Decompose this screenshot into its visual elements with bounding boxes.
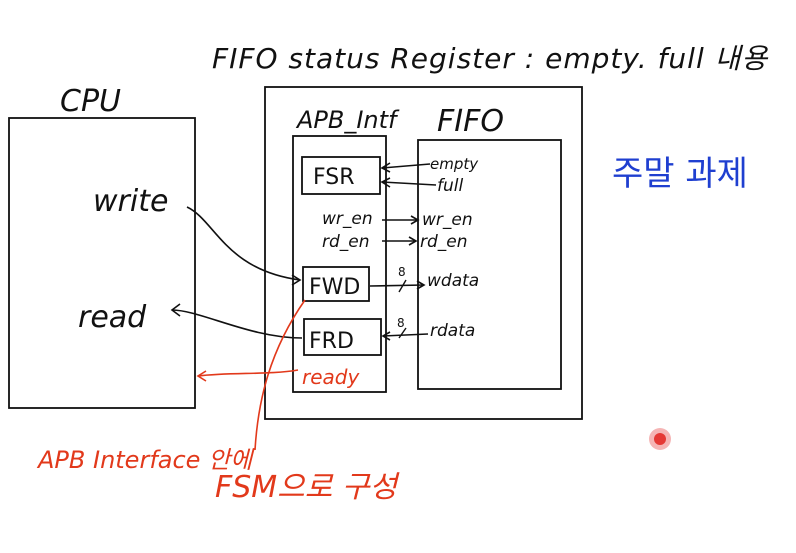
fifo-label: FIFO bbox=[437, 104, 504, 139]
rdata-arrow-head bbox=[381, 331, 391, 341]
apb-intf-label: APB_Intf bbox=[295, 106, 400, 134]
fsm-pointer-line bbox=[254, 299, 306, 451]
cpu-write-label: write bbox=[93, 184, 168, 219]
cpu-box bbox=[8, 117, 196, 409]
cpu-read-label: read bbox=[78, 300, 147, 335]
full-arrow bbox=[381, 181, 437, 186]
fwd-label: FWD bbox=[309, 275, 360, 300]
fsr-label: FSR bbox=[313, 165, 355, 190]
title-text: FIFO status Register : empty. full 내용 bbox=[212, 42, 768, 75]
recording-indicator-icon[interactable] bbox=[654, 433, 666, 445]
fifo-box bbox=[417, 139, 562, 390]
fsr-box bbox=[301, 156, 381, 195]
frd-label: FRD bbox=[309, 329, 354, 354]
rd-en-arrow-head bbox=[408, 236, 418, 246]
outer-module-box bbox=[264, 86, 583, 420]
fifo-full-label: full bbox=[437, 176, 463, 196]
wdata-width-label: 8 bbox=[398, 265, 406, 279]
wdata-arrow bbox=[369, 284, 425, 287]
fifo-wdata-label: wdata bbox=[427, 271, 479, 291]
fwd-box bbox=[302, 266, 370, 302]
wdata-arrow-head bbox=[416, 280, 426, 290]
ready-arrow bbox=[197, 369, 299, 377]
fsm-note-line1: APB Interface 안에 bbox=[36, 446, 255, 474]
rdata-width-label: 8 bbox=[397, 316, 405, 330]
fifo-empty-label: empty bbox=[430, 155, 479, 173]
frd-to-read-arrow bbox=[171, 309, 303, 339]
apb-wr-en-label: wr_en bbox=[322, 209, 373, 229]
wr-en-arrow-head bbox=[410, 215, 420, 225]
ready-label: ready bbox=[302, 365, 360, 389]
empty-arrow bbox=[381, 163, 431, 169]
fifo-rd-en-label: rd_en bbox=[420, 232, 468, 252]
fifo-rdata-label: rdata bbox=[430, 321, 475, 341]
signal-arrows bbox=[170, 162, 437, 341]
empty-arrow-head bbox=[380, 162, 391, 173]
rdata-bus-slash bbox=[398, 327, 407, 339]
ready-arrow-head bbox=[196, 370, 207, 382]
frd-to-read-arrow-head bbox=[170, 303, 181, 317]
fifo-wr-en-label: wr_en bbox=[422, 210, 473, 230]
apb-intf-box bbox=[292, 135, 387, 393]
cpu-label: CPU bbox=[60, 84, 121, 119]
red-annotations bbox=[196, 299, 306, 451]
full-arrow-head bbox=[380, 177, 391, 188]
frd-box bbox=[303, 318, 382, 356]
rdata-arrow bbox=[382, 333, 429, 337]
apb-rd-en-label: rd_en bbox=[322, 232, 370, 252]
write-to-fwd-arrow-head bbox=[291, 274, 302, 286]
fsm-note-line2: FSM으로 구성 bbox=[215, 470, 401, 505]
weekend-assignment-note: 주말 과제 bbox=[612, 154, 748, 194]
write-to-fwd-arrow bbox=[186, 206, 301, 281]
